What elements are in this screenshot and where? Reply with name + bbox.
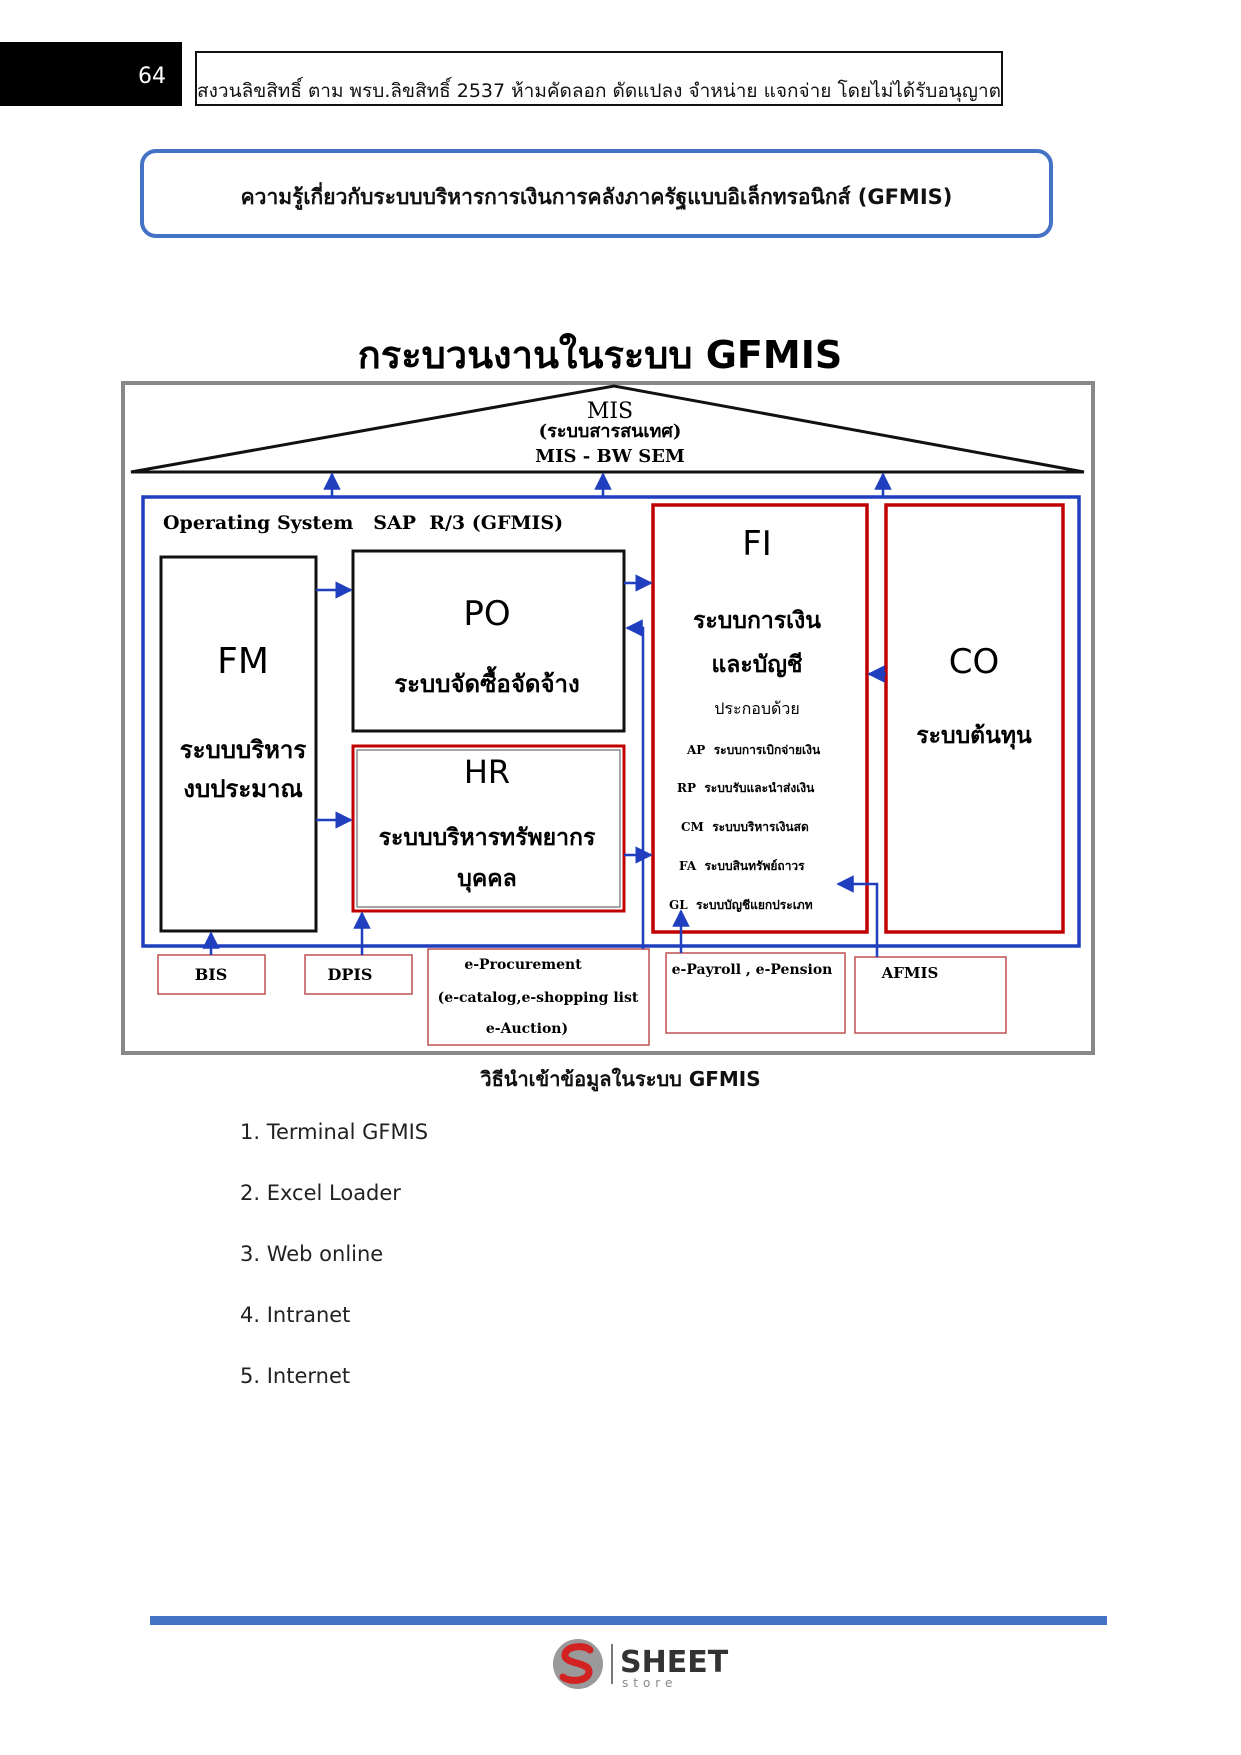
fi-box xyxy=(651,503,869,934)
input-eprocurement-line1: e-Procurement xyxy=(464,957,582,973)
co-name: ระบบต้นทุน xyxy=(916,722,1032,750)
input-bis-box xyxy=(157,954,266,995)
hr-name-line2: บุคคล xyxy=(457,865,516,893)
fm-box xyxy=(159,555,318,933)
input-dpis-box xyxy=(304,954,413,995)
import-methods-list: 1. Terminal GFMIS 2. Excel Loader 3. Web… xyxy=(240,1120,428,1425)
list-item: 5. Internet xyxy=(240,1364,351,1388)
co-code: CO xyxy=(949,642,1000,682)
sheet-store-logo: SHEET store xyxy=(553,1639,729,1690)
input-afmis-box xyxy=(854,956,1007,1034)
fi-module-cm: CM ระบบบริหารเงินสด xyxy=(681,820,809,834)
operating-system-label: Operating System SAP R/3 (GFMIS) xyxy=(163,512,563,534)
copyright-notice: สงวนลิขสิทธิ์ ตาม พรบ.ลิขสิทธิ์ 2537 ห้า… xyxy=(197,80,1001,102)
logo-sub: store xyxy=(622,1676,677,1690)
page-number-block xyxy=(0,42,182,106)
hr-box-inner xyxy=(356,749,621,908)
gfmis-process-diagram: กระบวนงานในระบบ GFMIS MIS (ระบบสารสนเทศ)… xyxy=(121,333,1095,1055)
fi-module-gl: GL ระบบบัญชีแยกประเภท xyxy=(669,898,813,912)
logo-word: SHEET xyxy=(620,1645,729,1680)
arrow-afmis-to-fi xyxy=(836,875,879,957)
list-item: 3. Web online xyxy=(240,1242,384,1266)
operating-system-frame xyxy=(141,495,1081,948)
fi-consists-of: ประกอบด้วย xyxy=(714,699,800,718)
hr-box xyxy=(351,744,626,913)
fi-module-fa: FA ระบบสินทรัพย์ถาวร xyxy=(679,859,805,873)
input-eprocurement-line3: e-Auction) xyxy=(486,1021,568,1037)
input-epayroll-box xyxy=(665,952,846,1034)
po-box xyxy=(351,549,626,733)
fi-module-rp: RP ระบบรับและนำส่งเงิน xyxy=(677,781,815,795)
diagram-title: กระบวนงานในระบบ GFMIS xyxy=(358,333,842,377)
fi-name-line1: ระบบการเงิน xyxy=(693,607,821,634)
fi-module-ap: AP ระบบการเบิกจ่ายเงิน xyxy=(686,743,821,757)
fm-code: FM xyxy=(217,641,269,682)
mis-roof xyxy=(130,384,1085,474)
section-heading: ความรู้เกี่ยวกับระบบบริหารการเงินการคลัง… xyxy=(240,185,953,209)
footer-rule xyxy=(150,1616,1107,1625)
input-epayroll-label: e-Payroll , e-Pension xyxy=(672,962,833,978)
arrow-eprocurement-to-po xyxy=(625,619,645,949)
list-item: 1. Terminal GFMIS xyxy=(240,1120,429,1144)
input-afmis-label: AFMIS xyxy=(881,964,939,982)
page-number: 64 xyxy=(138,64,166,89)
hr-code: HR xyxy=(464,753,510,791)
co-box xyxy=(884,503,1065,934)
fm-name-line1: ระบบบริหาร xyxy=(180,735,307,764)
po-code: PO xyxy=(463,594,510,634)
methods-caption: วิธีนำเข้าข้อมูลในระบบ GFMIS xyxy=(480,1067,761,1091)
input-eprocurement-line2: (e-catalog,e-shopping list xyxy=(438,990,639,1006)
input-bis-label: BIS xyxy=(195,965,228,984)
po-name: ระบบจัดซื้อจัดจ้าง xyxy=(394,665,580,698)
fm-name-line2: งบประมาณ xyxy=(183,774,303,803)
copyright-notice-box: สงวนลิขสิทธิ์ ตาม พรบ.ลิขสิทธิ์ 2537 ห้า… xyxy=(195,51,1003,106)
section-heading-box: ความรู้เกี่ยวกับระบบบริหารการเงินการคลัง… xyxy=(140,149,1053,238)
mis-label: MIS xyxy=(587,399,633,424)
mis-thai-label: (ระบบสารสนเทศ) xyxy=(539,421,682,442)
input-dpis-label: DPIS xyxy=(328,965,373,984)
fi-name-line2: และบัญชี xyxy=(711,651,802,678)
input-eprocurement-box xyxy=(427,948,650,1046)
list-item: 4. Intranet xyxy=(240,1303,351,1327)
list-item: 2. Excel Loader xyxy=(240,1181,401,1205)
hr-name-line1: ระบบบริหารทรัพยากร xyxy=(379,824,596,851)
sheet-store-s-icon xyxy=(553,1639,603,1689)
fi-code: FI xyxy=(742,524,772,564)
mis-bw-sem-label: MIS - BW SEM xyxy=(535,446,685,467)
